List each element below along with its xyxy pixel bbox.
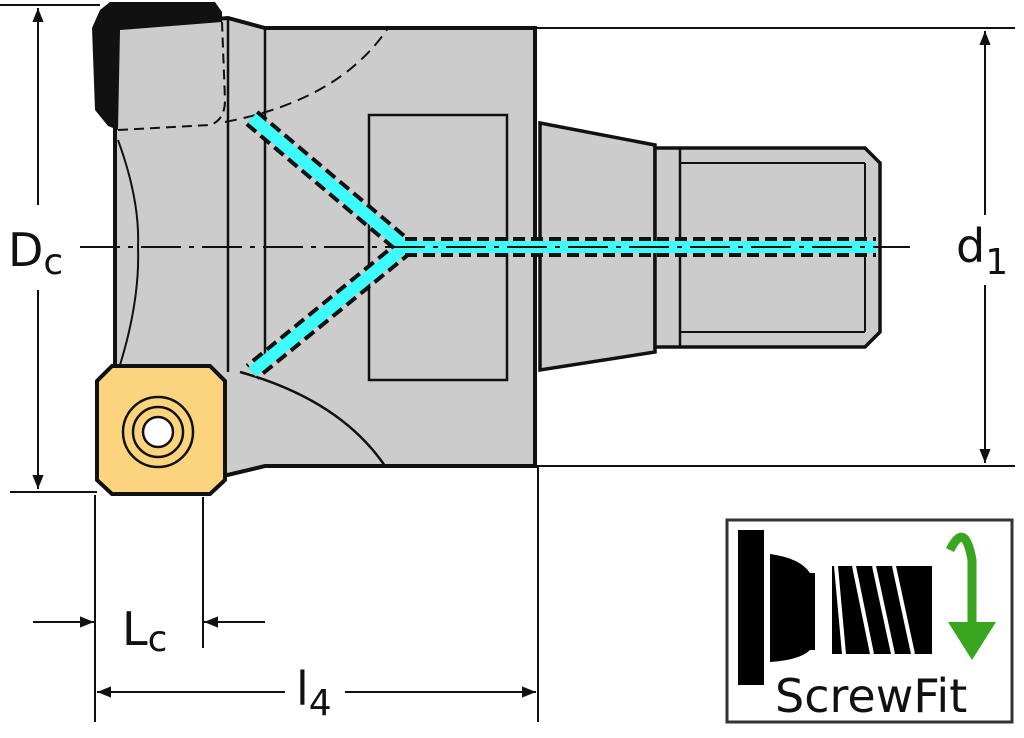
insert-screw-ring [121,395,195,469]
insert-screw-ring [131,405,185,459]
d1-label: d1 [956,219,1008,283]
chip-flute-arc [239,370,387,467]
dc-label: Dc [8,223,63,283]
hidden-flute-arc [224,27,389,123]
top-insert [92,2,222,130]
lc-label: Lc [122,602,167,660]
screwfit-logo: ScrewFit [725,518,1014,724]
insert-screw-hole [141,415,175,449]
screwfit-logo-text: ScrewFit [775,669,967,723]
body-contour [117,139,140,366]
l4-label: l4 [296,662,332,724]
